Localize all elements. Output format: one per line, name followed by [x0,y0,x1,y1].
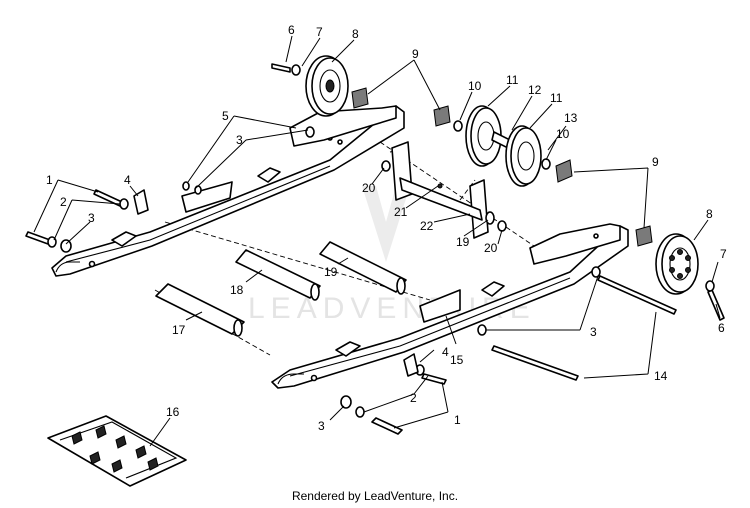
callout-9-top: 9 [412,47,419,61]
callout-4-left: 4 [124,173,131,187]
callout-3-left: 3 [88,211,95,225]
callout-19-shaft: 19 [324,265,338,279]
callout-10-second: 10 [556,127,570,141]
callout-3-upper: 3 [236,133,243,147]
cross-shaft-19 [319,241,407,295]
callout-9-right: 9 [652,155,659,169]
callout-7-right: 7 [720,247,727,261]
callout-18: 18 [230,283,244,297]
callout-1-right: 1 [454,413,461,427]
callout-17: 17 [172,323,186,337]
wear-strip-16 [47,415,187,487]
callout-5: 5 [222,109,229,123]
callout-6-top: 6 [288,23,295,37]
callout-19-upper: 19 [456,235,470,249]
callout-16: 16 [166,405,180,419]
idler-wheel-11-right [505,125,542,187]
callout-10-top: 10 [468,79,482,93]
callout-20-right: 20 [484,241,498,255]
callout-6-right: 6 [718,321,725,335]
idler-wheel-upper-left [305,55,349,117]
callout-15: 15 [450,353,464,367]
right-slide-rail [271,223,629,389]
callout-21: 21 [394,205,408,219]
callout-12: 12 [528,83,542,97]
callout-11-top: 11 [506,73,519,87]
callout-labels: 6 7 8 9 10 11 12 11 13 10 9 8 7 6 5 3 1 … [46,23,727,433]
callout-2-left: 2 [60,195,67,209]
leader-lines [33,35,721,447]
long-bolts-14 [491,275,677,381]
callout-11-second: 11 [550,91,563,105]
callout-1-left: 1 [46,173,53,187]
callout-4-right: 4 [442,345,449,359]
cross-shaft-18 [235,249,321,301]
callout-20-left: 20 [362,181,376,195]
callout-3-right: 3 [590,325,597,339]
callout-8-right: 8 [706,207,713,221]
callout-22: 22 [420,219,434,233]
callout-8-top: 8 [352,27,359,41]
callout-14: 14 [654,369,668,383]
callout-3-lower: 3 [318,419,325,433]
blocks-9 [351,87,653,247]
callout-7-top: 7 [316,25,323,39]
left-slide-rail [51,105,405,277]
render-credit: Rendered by LeadVenture, Inc. [291,489,459,503]
callout-13: 13 [564,111,578,125]
cross-shaft-17 [155,283,245,337]
callout-2-right: 2 [410,391,417,405]
idler-wheel-right [655,233,699,295]
